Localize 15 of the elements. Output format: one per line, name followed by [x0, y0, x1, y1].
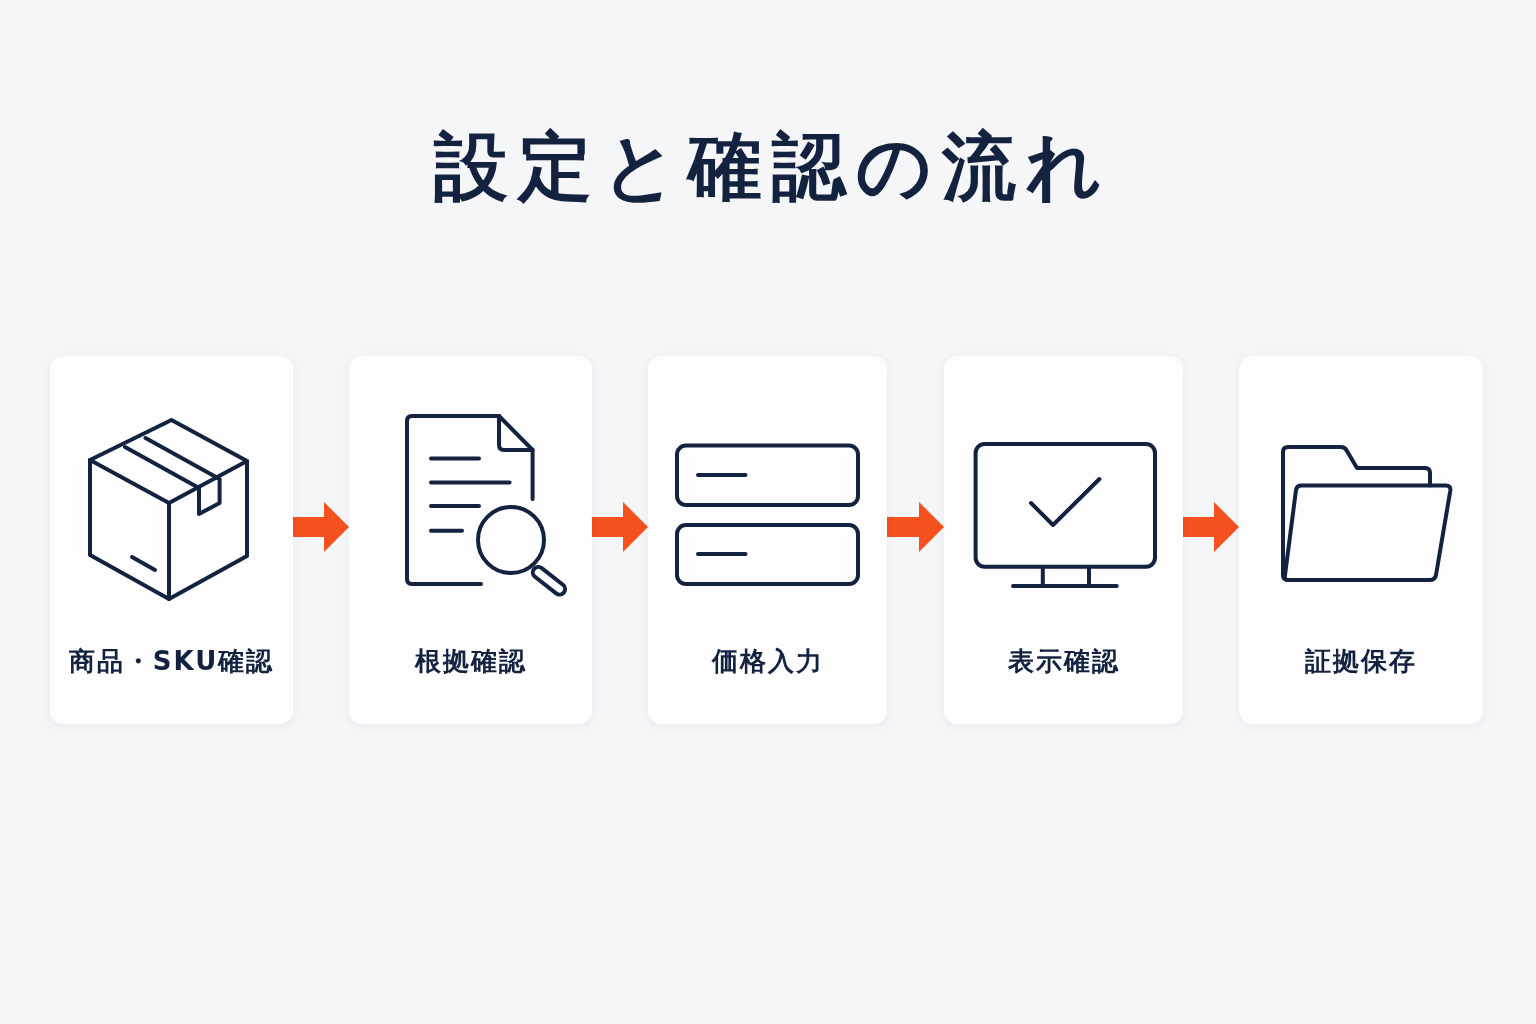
- arrow: [887, 502, 944, 552]
- arrow: [592, 502, 648, 552]
- arrow: [1183, 502, 1239, 552]
- step-label: 根拠確認: [414, 645, 527, 678]
- step-card: [648, 356, 887, 724]
- diagram-title: 設定と確認の流れ: [432, 122, 1112, 211]
- step-label: 証拠保存: [1305, 645, 1417, 678]
- step-label: 価格入力: [711, 645, 824, 678]
- step-card: [50, 356, 293, 724]
- step-card: [349, 356, 592, 724]
- step-label: 表示確認: [1007, 645, 1120, 678]
- arrow: [293, 502, 349, 552]
- step-card: [1239, 356, 1483, 724]
- step-label: 商品・SKU確認: [68, 645, 275, 678]
- step-card: [944, 356, 1183, 724]
